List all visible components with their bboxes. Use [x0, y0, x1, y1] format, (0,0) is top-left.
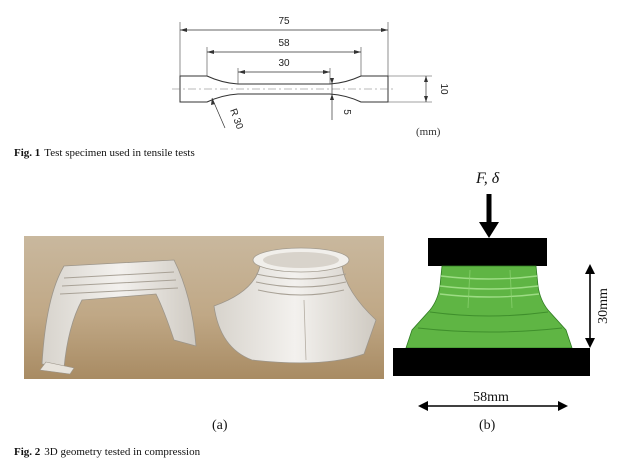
sublabel-b: (b) [479, 418, 496, 433]
unit-label: (mm) [416, 126, 441, 138]
dim-75-label: 75 [278, 16, 290, 27]
compression-model-diagram: 30mm 58mm [393, 194, 611, 411]
dim-5-label: 5 [341, 109, 352, 115]
fig1-caption-label: Fig. 1 [14, 147, 41, 159]
dim-58-label: 58 [278, 38, 290, 49]
full-specimen [213, 247, 377, 364]
fig1-caption-text: Test specimen used in tensile tests [44, 147, 195, 159]
dim-30-label: 30 [278, 58, 290, 69]
fig2-caption-label: Fig. 2 [14, 446, 41, 458]
dim-10-label: 10 [438, 83, 449, 95]
force-label: F, δ [476, 170, 500, 187]
height-dim-label: 30mm [596, 288, 611, 324]
sublabel-a: (a) [212, 418, 228, 433]
green-specimen [405, 265, 573, 349]
fig2-caption-text: 3D geometry tested in compression [44, 446, 201, 458]
width-dim-label: 58mm [473, 390, 509, 405]
top-platen [428, 238, 547, 266]
radius-label: R 30 [227, 107, 245, 131]
cut-specimen [39, 259, 197, 375]
tensile-specimen-drawing: 75 58 30 10 5 R 30 [172, 16, 449, 131]
photo-compression-specimens [24, 236, 384, 379]
bottom-platen [393, 348, 590, 376]
